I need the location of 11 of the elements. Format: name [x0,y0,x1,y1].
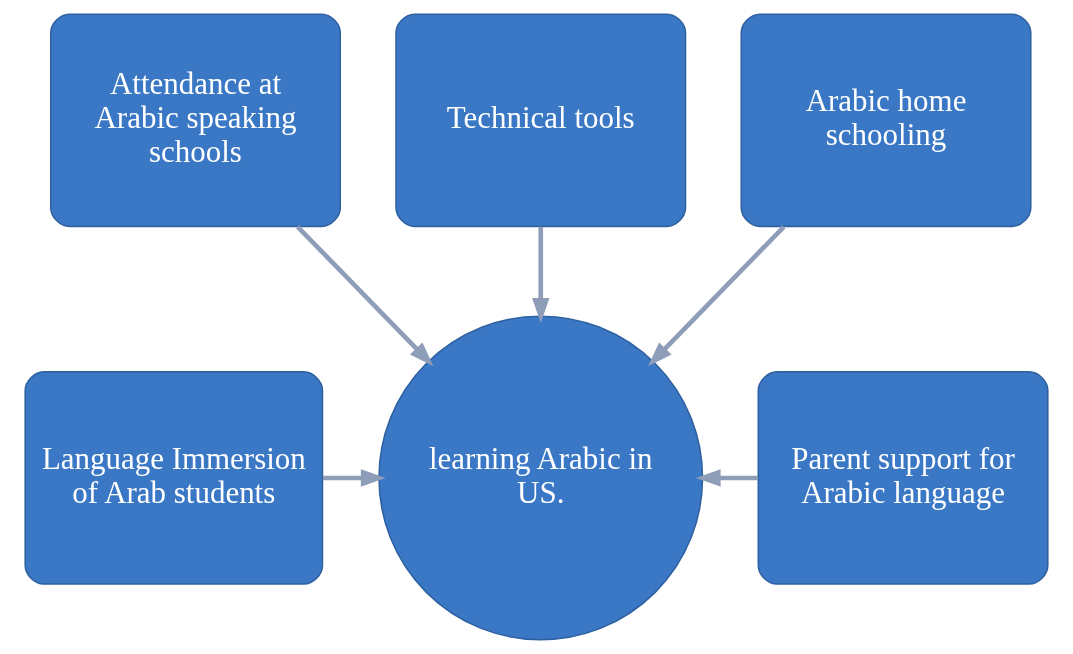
node-box: Parent support for Arabic language [757,371,1049,585]
arrow [532,226,550,323]
arrow [296,225,434,367]
node-box: Language Immersion of Arab students [24,371,324,585]
arrow [648,225,786,367]
node-circle: learning Arabic in US. [378,315,704,641]
node-box: Attendance at Arabic speaking schools [49,13,342,228]
node-box: Arabic home schooling [740,13,1032,228]
arrow [695,469,758,487]
node-box: Technical tools [395,13,687,228]
arrow [322,469,386,487]
